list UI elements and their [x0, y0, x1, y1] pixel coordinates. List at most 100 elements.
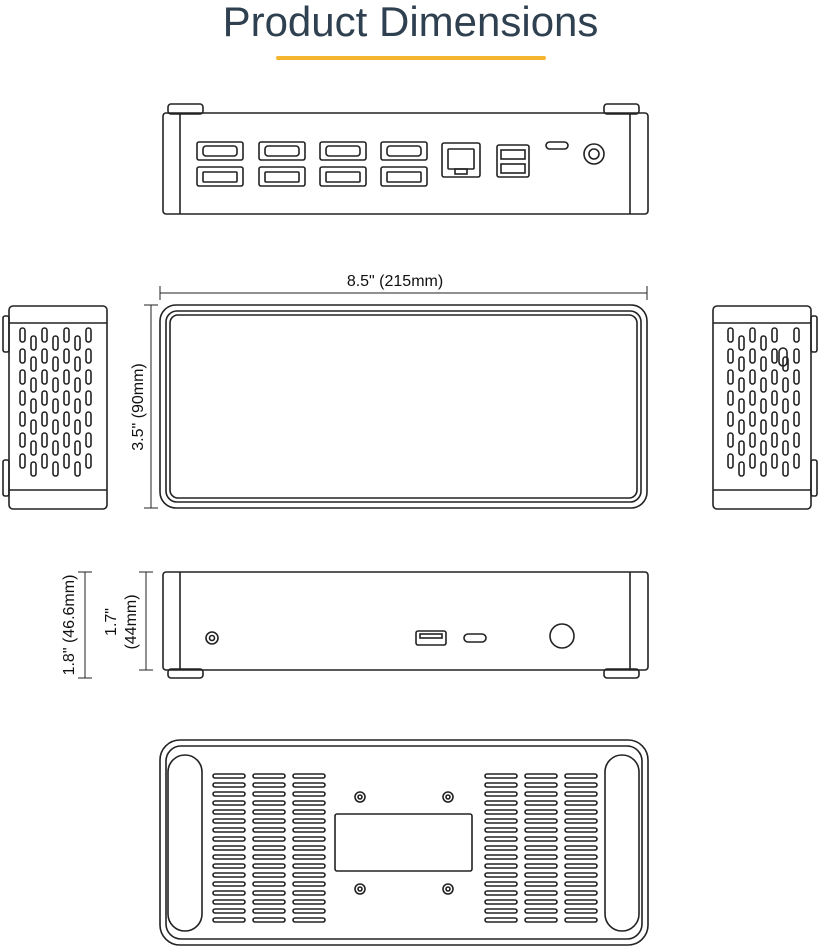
vent-slot — [484, 854, 518, 860]
vent-slot — [564, 809, 598, 815]
vent-slot — [19, 327, 26, 343]
vent-slot — [252, 782, 286, 788]
vent-slot — [564, 890, 598, 896]
vent-slot — [564, 818, 598, 824]
vent-slot — [760, 398, 767, 414]
vent-slot — [252, 854, 286, 860]
vent-slot — [212, 881, 246, 887]
vent-slot — [749, 411, 756, 427]
usb-c-port — [463, 633, 487, 643]
vent-slot — [760, 419, 767, 435]
lock-slot — [778, 347, 788, 367]
video-port-pair-4 — [380, 141, 428, 187]
vent-slot — [760, 461, 767, 477]
vent-slot — [52, 335, 59, 351]
vent-slot — [760, 356, 767, 372]
vent-slot — [63, 432, 70, 448]
vent-slot — [19, 453, 26, 469]
vent-slot — [793, 453, 800, 469]
vent-slot — [564, 908, 598, 914]
right-side-view — [712, 305, 818, 510]
vent-slot — [85, 390, 92, 406]
width-label: 8.5" (215mm) — [347, 273, 443, 290]
vent-slot — [30, 377, 37, 393]
bottom-view — [159, 739, 649, 946]
vent-slots — [727, 327, 800, 477]
dc-power-jack — [583, 143, 605, 165]
body-height-inch-label: 1.7" — [103, 608, 120, 636]
vent-slot — [793, 369, 800, 385]
vent-slot — [727, 348, 734, 364]
left-side-view — [2, 305, 108, 510]
vent-slot — [85, 369, 92, 385]
vent-slot — [212, 854, 246, 860]
vent-slot — [738, 440, 745, 456]
vent-slot — [564, 845, 598, 851]
vent-slot — [292, 917, 326, 923]
vent-slot — [212, 845, 246, 851]
vent-slot — [292, 854, 326, 860]
vent-slot — [771, 432, 778, 448]
vent-slot — [41, 453, 48, 469]
vent-slot — [292, 890, 326, 896]
vent-slot — [727, 327, 734, 343]
vent-slot — [524, 854, 558, 860]
vent-slot — [524, 890, 558, 896]
vent-slot — [484, 836, 518, 842]
vent-slot — [19, 390, 26, 406]
total-height-label: 1.8" (46.6mm) — [61, 575, 78, 676]
vent-slot — [252, 872, 286, 878]
vent-slot — [252, 818, 286, 824]
vent-slot — [292, 872, 326, 878]
vent-slot — [41, 390, 48, 406]
vent-slot — [212, 809, 246, 815]
vent-slot — [41, 369, 48, 385]
vent-slot — [524, 818, 558, 824]
vent-slot — [524, 782, 558, 788]
vent-slot — [292, 791, 326, 797]
vent-slot — [30, 419, 37, 435]
vent-slot — [19, 369, 26, 385]
vent-slot — [564, 836, 598, 842]
vent-slot — [252, 899, 286, 905]
vent-slot — [749, 390, 756, 406]
vent-slot — [727, 411, 734, 427]
power-button — [549, 623, 575, 649]
vent-slot — [782, 440, 789, 456]
vent-slot — [749, 327, 756, 343]
vent-slot — [484, 791, 518, 797]
vent-slot — [484, 773, 518, 779]
video-port-pair-1 — [196, 141, 244, 187]
vent-slot — [524, 773, 558, 779]
depth-dimension-line — [144, 304, 158, 509]
vent-slot — [252, 917, 286, 923]
vent-slot — [484, 818, 518, 824]
vent-slot — [30, 461, 37, 477]
vent-slot — [30, 440, 37, 456]
vent-slot — [749, 453, 756, 469]
vent-slot — [793, 432, 800, 448]
vent-slot — [793, 411, 800, 427]
vent-slot — [85, 453, 92, 469]
vent-slot — [252, 773, 286, 779]
vent-slot — [63, 327, 70, 343]
vent-slot — [524, 863, 558, 869]
vent-slot — [74, 377, 81, 393]
vent-slot — [41, 411, 48, 427]
vent-slot — [524, 836, 558, 842]
vent-slot — [212, 818, 246, 824]
vent-slot — [771, 348, 778, 364]
vent-slot — [212, 782, 246, 788]
vent-slot — [252, 809, 286, 815]
vent-slot — [524, 827, 558, 833]
vent-slot — [564, 773, 598, 779]
vent-slot — [484, 827, 518, 833]
usb-a-stack — [496, 144, 530, 178]
rear-view — [162, 103, 649, 215]
vent-slot — [85, 327, 92, 343]
vent-slot — [52, 398, 59, 414]
vent-slot — [727, 369, 734, 385]
vent-slot — [212, 827, 246, 833]
vent-slot — [212, 908, 246, 914]
depth-label: 3.5" (90mm) — [130, 363, 147, 450]
